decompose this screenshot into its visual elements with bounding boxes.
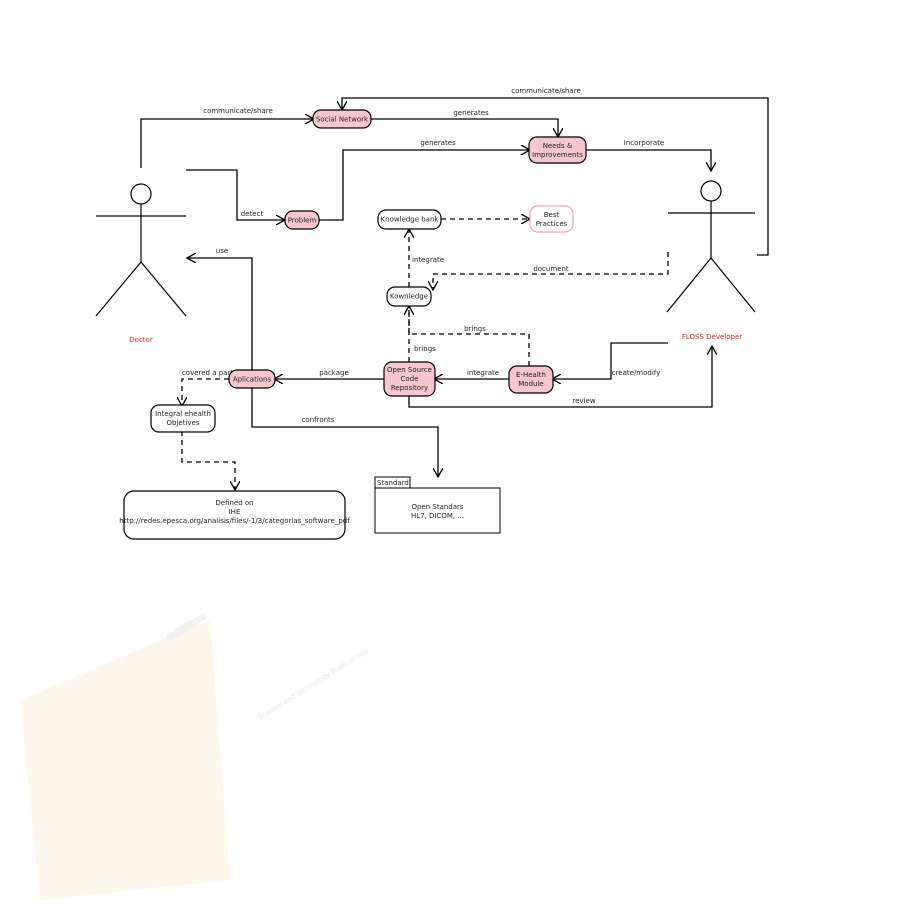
- floss-developer-actor: [666, 180, 756, 313]
- node-best-practices[interactable]: Best Practices: [529, 205, 574, 233]
- node-standard-tab-label: Standard: [377, 479, 409, 487]
- label-use: use: [216, 247, 228, 255]
- label-covered: covered a part of: [182, 369, 243, 377]
- edge-aplications-doctor: [188, 258, 253, 370]
- node-standard-body-1: Open Standars: [411, 503, 463, 511]
- edge-doctor-problem: [186, 169, 284, 220]
- node-best-practices-label-1: Best: [544, 211, 560, 219]
- node-integral-objetives[interactable]: Integral ehealth Objetives: [150, 404, 216, 433]
- node-defined-on-label-2: IHE: [229, 508, 241, 516]
- label-create-modify: create/modify: [612, 369, 661, 377]
- node-repository-label-2: Code: [401, 375, 419, 383]
- edge-objetives-definedon: [181, 431, 235, 489]
- edge-social-needs: [371, 118, 558, 136]
- label-integrate-knowledge: integrate: [412, 256, 444, 264]
- node-aplications-label: Aplications: [233, 376, 272, 384]
- label-incorporate: Incorporate: [624, 139, 664, 147]
- floss-developer-label: FLOSS Developer: [682, 333, 742, 341]
- node-open-source-repository[interactable]: Open Source Code Repository: [383, 361, 436, 397]
- label-brings-module: brings: [464, 325, 486, 333]
- doctor-label: Doctor: [129, 336, 153, 344]
- edge-developer-social: [342, 97, 769, 256]
- node-standard-body-2: HL7, DICOM, ...: [411, 512, 464, 520]
- node-ehealth-label-2: Module: [518, 380, 543, 388]
- node-knowledge-bank-label: Knowledge bank: [381, 216, 440, 224]
- edge-aplications-objetives: [182, 378, 229, 405]
- node-standard-package[interactable]: Standard Open Standars HL7, DICOM, ...: [374, 476, 501, 534]
- label-package: package: [319, 369, 349, 377]
- node-ehealth-label-1: E-Health: [516, 371, 546, 379]
- label-brings-repo: brings: [414, 345, 436, 353]
- edge-developer-knowledge: [433, 252, 669, 289]
- edge-needs-developer: [586, 149, 711, 170]
- edge-doctor-social: [140, 119, 313, 168]
- node-objetives-label-2: Objetives: [167, 419, 200, 427]
- node-social-network[interactable]: Social Network: [312, 109, 372, 129]
- node-defined-on-label-1: Defined on: [215, 499, 253, 507]
- node-knowledge[interactable]: Kownledge: [386, 286, 432, 307]
- node-social-network-label: Social Network: [316, 116, 369, 124]
- node-defined-on[interactable]: Defined on IHE http://redes.epesca.org/a…: [119, 490, 350, 540]
- node-needs-improvements[interactable]: Needs & Improvements: [528, 136, 587, 164]
- edge-aplications-standard: [251, 388, 438, 476]
- node-repository-label-1: Open Source: [387, 366, 432, 374]
- node-problem-label: Problem: [288, 217, 317, 225]
- label-integrate-module: integrate: [467, 369, 499, 377]
- node-knowledge-bank[interactable]: Knowledge bank: [377, 209, 442, 230]
- node-knowledge-label: Kownledge: [390, 293, 428, 301]
- edge-repository-developer: [408, 347, 712, 408]
- label-document: document: [533, 265, 569, 273]
- node-defined-on-label-3: http://redes.epesca.org/analisis/files/-…: [119, 517, 350, 525]
- edge-problem-needs: [319, 150, 529, 221]
- label-confronts: confronts: [302, 416, 335, 424]
- node-ehealth-module[interactable]: E-Health Module: [508, 365, 554, 394]
- edge-developer-module: [553, 342, 668, 379]
- label-communicate-share-dev: communicate/share: [511, 87, 581, 95]
- doctor-actor: [95, 183, 187, 317]
- node-best-practices-label-2: Practices: [536, 220, 568, 228]
- label-generates-problem: generates: [420, 139, 456, 147]
- node-objetives-label-1: Integral ehealth: [155, 410, 211, 418]
- node-needs-label-1: Needs &: [543, 142, 573, 150]
- node-aplications[interactable]: Aplications: [228, 369, 276, 389]
- label-review: review: [572, 397, 595, 405]
- label-detect: detect: [241, 210, 264, 218]
- node-repository-label-3: Repository: [391, 384, 428, 392]
- node-problem[interactable]: Problem: [284, 210, 320, 230]
- node-needs-label-2: Improvements: [532, 151, 583, 159]
- label-generates-social: generates: [453, 109, 489, 117]
- edge-module-knowledge: [409, 307, 530, 366]
- label-communicate-share-doctor: communicate/share: [203, 107, 273, 115]
